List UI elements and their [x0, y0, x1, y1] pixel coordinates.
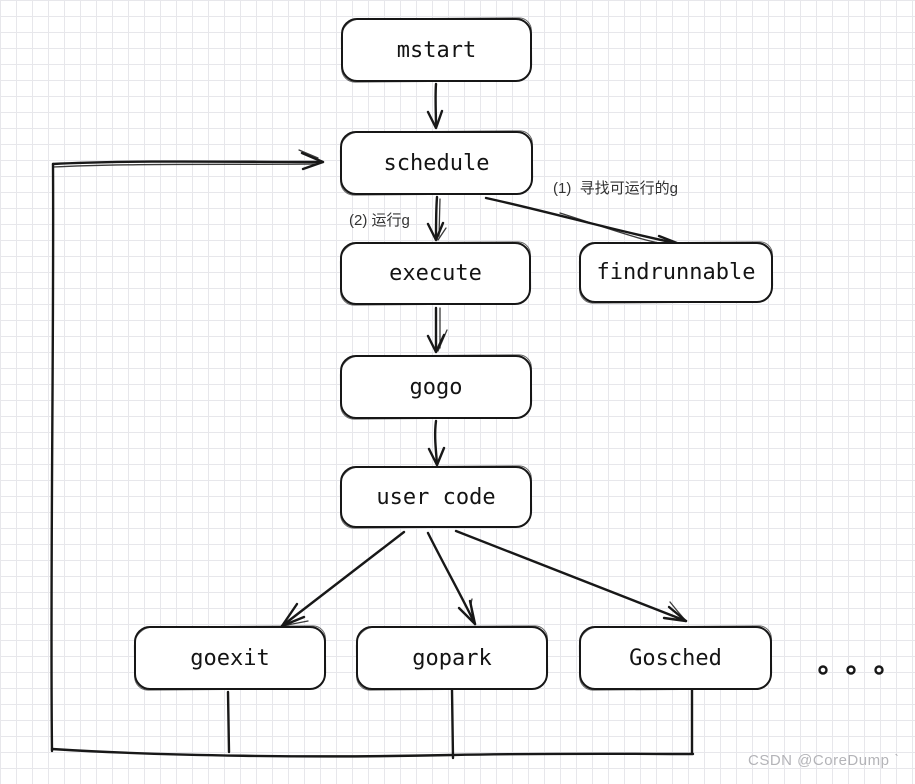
node-goexit-label: goexit: [190, 645, 270, 671]
watermark: CSDN @CoreDump ˋ: [748, 752, 900, 769]
edge-usercode-gopark: [426, 531, 477, 626]
edge-schedule-execute: [426, 195, 447, 242]
edge-gogo-usercode: [427, 419, 446, 467]
node-findrunnable: findrunnable: [579, 242, 773, 303]
node-findrunnable-label: findrunnable: [596, 260, 756, 285]
edge-usercode-goexit: [280, 530, 406, 628]
node-user-code: user code: [340, 466, 532, 528]
edge-execute-gogo: [426, 306, 448, 354]
node-schedule: schedule: [340, 131, 533, 195]
node-execute-label: execute: [389, 261, 482, 286]
node-schedule-label: schedule: [383, 150, 490, 176]
edge-label-run-g: (2) 运行g: [349, 212, 410, 229]
edge-usercode-gosched: [454, 529, 688, 623]
node-mstart-label: mstart: [396, 37, 477, 63]
node-gogo-label: gogo: [409, 374, 463, 400]
node-goexit: goexit: [134, 626, 326, 690]
node-gosched: Gosched: [579, 626, 772, 690]
node-gopark-label: gopark: [412, 645, 492, 671]
node-gogo: gogo: [340, 355, 532, 419]
node-execute: execute: [340, 242, 531, 305]
edge-mstart-schedule: [426, 82, 444, 130]
node-user-code-label: user code: [376, 484, 496, 510]
node-gosched-label: Gosched: [629, 645, 722, 671]
node-mstart: mstart: [341, 18, 532, 82]
edge-label-findrunnable: (1) 寻找可运行的g: [553, 180, 679, 197]
node-gopark: gopark: [356, 626, 548, 690]
ellipsis-icon: [818, 665, 884, 675]
